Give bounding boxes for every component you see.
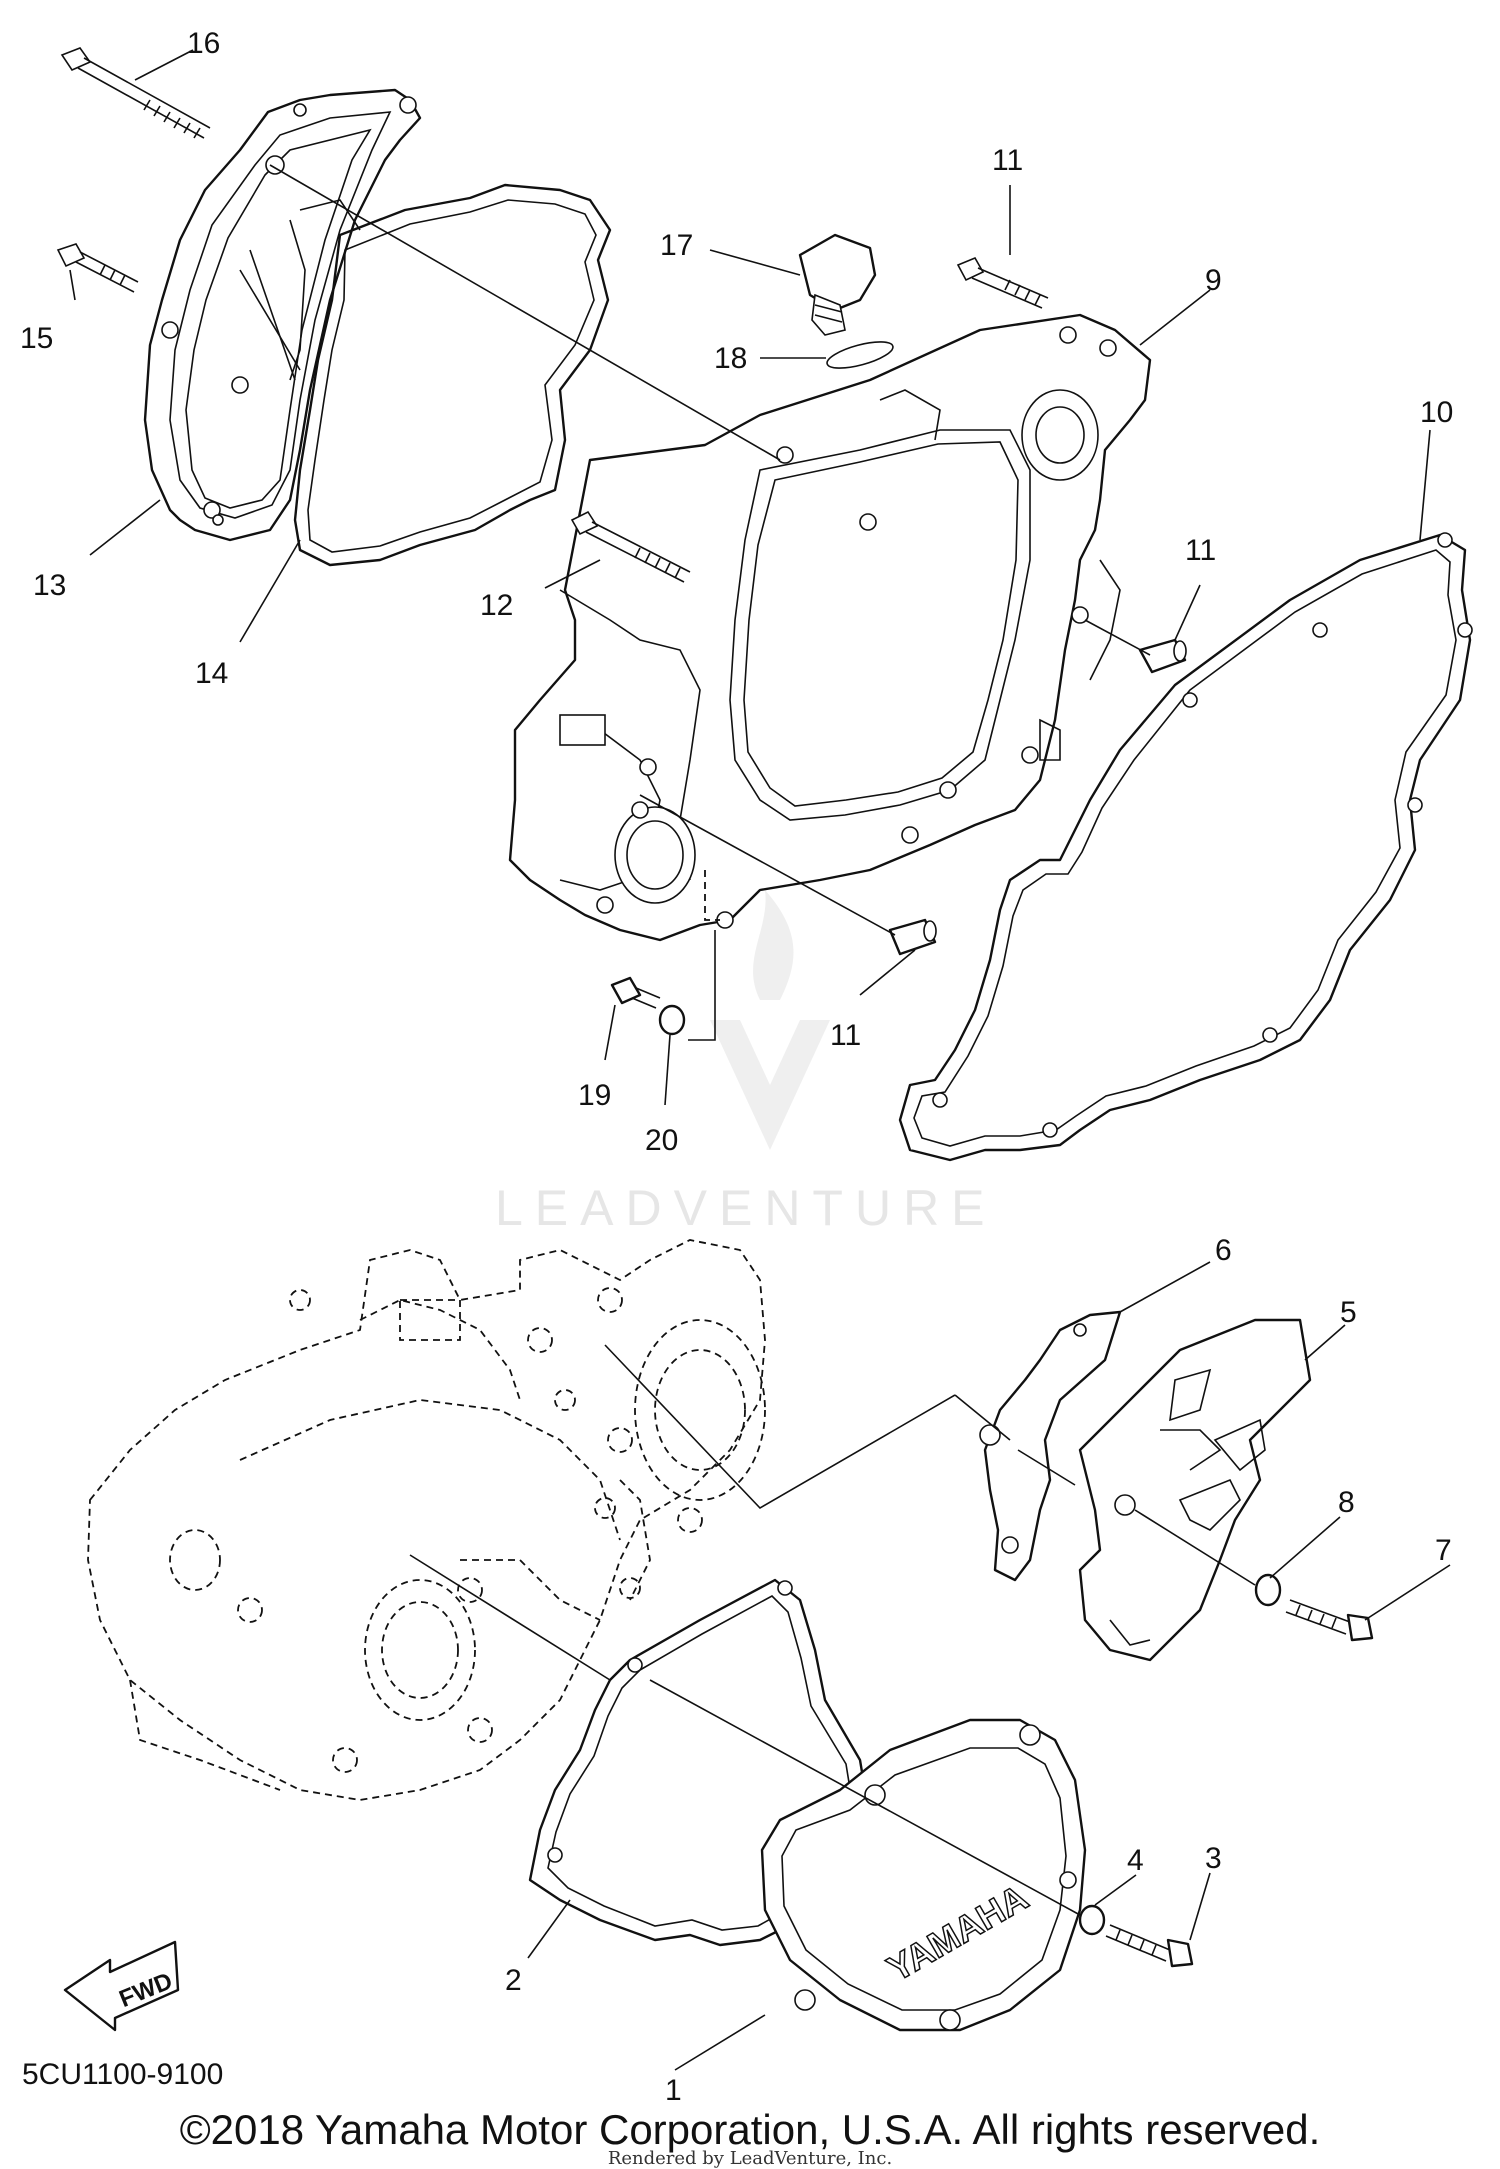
bolt-part-20 <box>610 976 661 1009</box>
alignment-lines-top <box>269 164 1151 1041</box>
watermark-logo <box>710 890 830 1150</box>
callout-1: 1 <box>665 2074 682 2107</box>
callout-5: 5 <box>1340 1296 1357 1329</box>
callout-17: 16 <box>187 27 220 60</box>
dowel-part-11-upper <box>1138 638 1187 674</box>
o-ring-part-19 <box>826 341 894 369</box>
washer-part-21 <box>658 1004 686 1036</box>
bolt-part-3 <box>1105 1924 1194 1968</box>
callout-6: 6 <box>1215 1234 1232 1267</box>
callout-2: 2 <box>505 1964 522 1997</box>
crankcase-dashed <box>87 1239 766 1801</box>
callout-labels: 16 15 13 14 12 11 17 18 9 10 11 11 19 20… <box>20 27 1453 2107</box>
copyright-text: ©2018 Yamaha Motor Corporation, U.S.A. A… <box>179 2106 1321 2153</box>
bolt-part-16 <box>56 243 139 293</box>
dowel-part-11-lower <box>888 918 937 956</box>
sprocket-cover-part-5 <box>1078 1318 1312 1662</box>
bolt-part-17 <box>60 47 211 139</box>
callout-4: 4 <box>1127 1844 1144 1877</box>
callout-12: 11 <box>992 144 1023 177</box>
callout-8: 8 <box>1338 1486 1355 1519</box>
washer-part-4 <box>1078 1904 1106 1936</box>
callout-3: 3 <box>1205 1842 1222 1875</box>
callout-11-lower: 11 <box>830 1019 861 1052</box>
gasket-part-15 <box>293 183 612 567</box>
callout-13: 12 <box>480 589 513 622</box>
fwd-arrow-icon: FWD <box>63 1940 180 2032</box>
callout-19: 18 <box>714 342 747 375</box>
clutch-cover-part-14 <box>143 88 422 542</box>
callout-9: 9 <box>1205 264 1222 297</box>
callout-16: 15 <box>20 322 53 355</box>
bolt-part-13 <box>570 510 691 583</box>
callout-15: 14 <box>195 657 228 690</box>
gasket-part-2 <box>528 1578 872 1947</box>
bracket-part-6 <box>983 1310 1122 1582</box>
crankcase-cover-part-9 <box>508 313 1152 942</box>
callout-21: 20 <box>645 1124 678 1157</box>
part-code: 5CU1100-9100 <box>22 2058 224 2091</box>
callout-7: 7 <box>1435 1534 1452 1567</box>
callout-20: 19 <box>578 1079 611 1112</box>
magneto-cover-part-1: YAMAHA <box>760 1718 1087 2032</box>
gasket-part-10 <box>898 533 1472 1162</box>
callout-10: 10 <box>1420 396 1453 429</box>
watermark-text: LEADVENTURE <box>495 1180 997 1236</box>
rendered-by-text: Rendered by LeadVenture, Inc. <box>607 2148 893 2169</box>
washer-part-8 <box>1254 1573 1282 1607</box>
callout-18: 17 <box>660 229 693 262</box>
alignment-lines-bottom <box>409 1344 1256 1916</box>
plug-part-18 <box>798 233 877 336</box>
leader-lines <box>69 49 1451 2071</box>
bolt-part-7 <box>1285 1599 1374 1642</box>
bolt-part-12 <box>956 256 1049 309</box>
callout-14: 13 <box>33 569 66 602</box>
callout-11-upper: 11 <box>1185 534 1216 567</box>
